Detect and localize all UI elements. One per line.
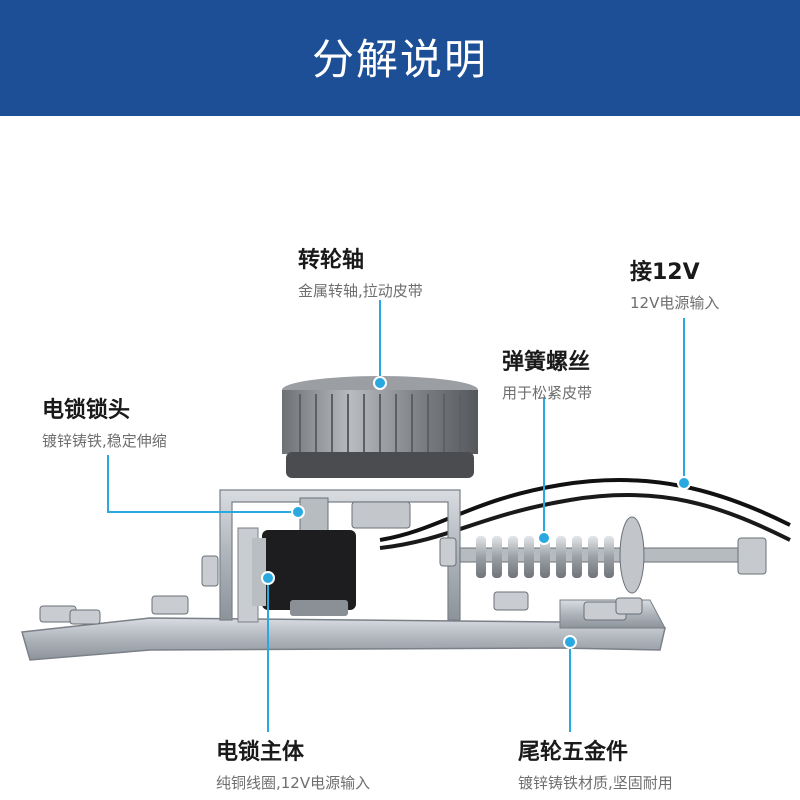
callout-lock-head: 电锁锁头 镀锌铸铁,稳定伸缩 bbox=[42, 392, 167, 451]
callout-title: 电锁锁头 bbox=[42, 398, 131, 423]
callout-subtitle: 镀锌铸铁,稳定伸缩 bbox=[42, 432, 167, 450]
hex-nut bbox=[351, 501, 411, 529]
callout-title: 电锁主体 bbox=[216, 740, 305, 765]
callout-dots bbox=[261, 376, 691, 649]
plate-screws bbox=[39, 537, 643, 625]
callout-lines bbox=[107, 300, 685, 732]
header-banner: 分解说明 bbox=[0, 0, 800, 116]
power-wire bbox=[379, 478, 791, 542]
u-bracket bbox=[219, 489, 461, 621]
callout-subtitle: 用于松紧皮带 bbox=[502, 384, 593, 402]
callout-title: 弹簧螺丝 bbox=[502, 350, 591, 375]
callout-tail-hardware: 尾轮五金件 镀锌铸铁材质,坚固耐用 bbox=[518, 734, 673, 793]
callout-power: 接12V 12V电源输入 bbox=[630, 254, 719, 313]
lock-body bbox=[262, 530, 356, 610]
callout-subtitle: 金属转轴,拉动皮带 bbox=[298, 282, 423, 300]
base-plate bbox=[21, 617, 666, 661]
page-title: 分解说明 bbox=[311, 35, 488, 84]
callout-subtitle: 镀锌铸铁材质,坚固耐用 bbox=[518, 774, 673, 792]
callout-spring-screw: 弹簧螺丝 用于松紧皮带 bbox=[502, 344, 592, 403]
bolt-head bbox=[737, 537, 767, 575]
power-wire bbox=[379, 493, 791, 550]
lock-body-bottom bbox=[290, 600, 348, 616]
lock-body-plate bbox=[252, 538, 266, 606]
callout-pulley-shaft: 转轮轴 金属转轴,拉动皮带 bbox=[298, 242, 423, 301]
callout-title: 转轮轴 bbox=[298, 248, 365, 273]
pulley-teeth-lines bbox=[299, 394, 461, 452]
callout-subtitle: 纯铜线圈,12V电源输入 bbox=[216, 774, 371, 792]
callout-title: 接12V bbox=[630, 260, 700, 285]
callout-subtitle: 12V电源输入 bbox=[630, 294, 720, 312]
spring-washer bbox=[619, 516, 645, 594]
callout-lock-body: 电锁主体 纯铜线圈,12V电源输入 bbox=[216, 734, 370, 793]
pulley-flange bbox=[286, 452, 474, 478]
callout-title: 尾轮五金件 bbox=[518, 740, 629, 765]
spring-coils bbox=[476, 536, 614, 578]
